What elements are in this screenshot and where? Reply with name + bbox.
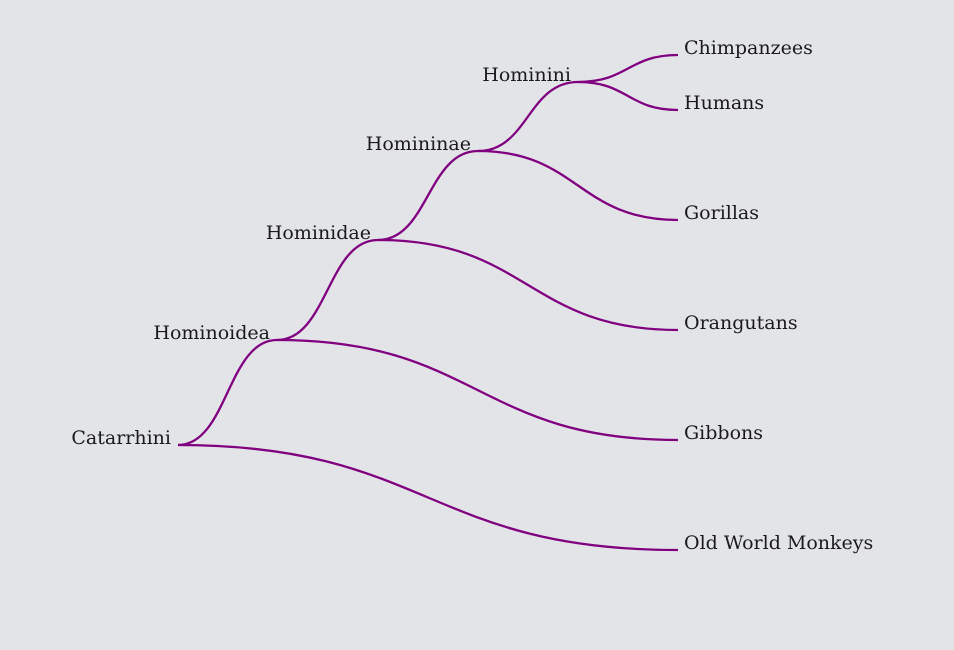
edge-catarrhini-to-old-world-monkeys (177, 443, 679, 552)
edge-homininae-to-hominini (477, 80, 579, 153)
edge-hominoidea-to-gibbons (276, 338, 679, 442)
edge-hominoidea-to-hominidae (276, 238, 379, 342)
leaf-label-old-world-monkeys: Old World Monkeys (684, 532, 873, 554)
clade-label-hominoidea: Hominoidea (153, 322, 270, 344)
edge-hominidae-to-homininae (377, 149, 479, 242)
leaf-label-gorillas: Gorillas (684, 202, 759, 224)
edge-homininae-to-gorillas (477, 149, 679, 222)
edge-hominini-to-chimpanzees (577, 53, 679, 84)
leaf-label-gibbons: Gibbons (684, 422, 763, 444)
clade-label-catarrhini: Catarrhini (71, 427, 171, 449)
edge-catarrhini-to-hominoidea (177, 338, 278, 447)
tree-labels: Catarrhini Hominoidea Hominidae Homininae Ho… (71, 37, 873, 554)
clade-label-hominini: Hominini (482, 64, 571, 86)
leaf-label-humans: Humans (684, 92, 764, 114)
clade-label-homininae: Homininae (366, 133, 471, 155)
clade-label-hominidae: Hominidae (266, 222, 371, 244)
edge-hominidae-to-orangutans (377, 238, 679, 332)
leaf-label-chimpanzees: Chimpanzees (684, 37, 813, 59)
tree-edges (177, 53, 679, 552)
leaf-label-orangutans: Orangutans (684, 312, 798, 334)
edge-hominini-to-humans (577, 80, 679, 112)
